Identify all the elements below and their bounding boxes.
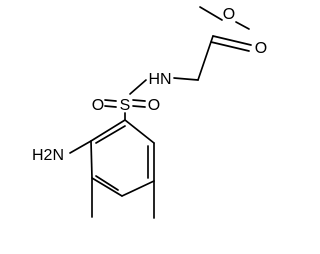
ring-bond-3	[121, 180, 155, 197]
structure-canvas: O O HN S O O H2N	[32, 6, 267, 219]
atom-label-sulfonyl-oxygen-right: O	[148, 97, 160, 114]
ring-bond-6	[90, 119, 126, 142]
atom-label-sulfur: S	[120, 97, 131, 114]
bond-carbonyl-double-2	[210, 41, 250, 52]
bond-sulfur-oxygen-right-2	[132, 105, 146, 108]
atom-label-amine: H2N	[32, 147, 64, 164]
atom-label-carbonyl-oxygen: O	[255, 40, 267, 57]
ring-inner-double-1	[95, 125, 126, 144]
atom-label-amide-nitrogen: HN	[148, 71, 171, 88]
ring-bond-4	[91, 177, 123, 197]
ring-inner-double-3	[95, 175, 119, 191]
bond-sulfur-oxygen-right-1	[132, 99, 146, 102]
bond-sulfur-oxygen-left-1	[104, 99, 117, 102]
bond-carbonyl-double-1	[212, 35, 252, 46]
structure-diagram: O O HN S O O H2N	[32, 6, 267, 219]
bond-methyl-oxygen	[199, 6, 223, 21]
bond-carbonyl-to-ch2	[197, 35, 214, 81]
ring-bond-1	[124, 119, 155, 144]
bond-oxygen-carbonyl-carbon	[235, 21, 250, 30]
bond-ring-to-amine	[69, 140, 92, 154]
bond-nitrogen-to-sulfur	[129, 79, 147, 95]
atom-label-ester-oxygen: O	[223, 6, 235, 23]
ring-bond-5	[90, 140, 93, 179]
bond-ch2-to-nitrogen	[173, 77, 199, 81]
atom-label-sulfonyl-oxygen-left: O	[92, 97, 104, 114]
bond-sulfur-oxygen-left-2	[104, 105, 117, 108]
